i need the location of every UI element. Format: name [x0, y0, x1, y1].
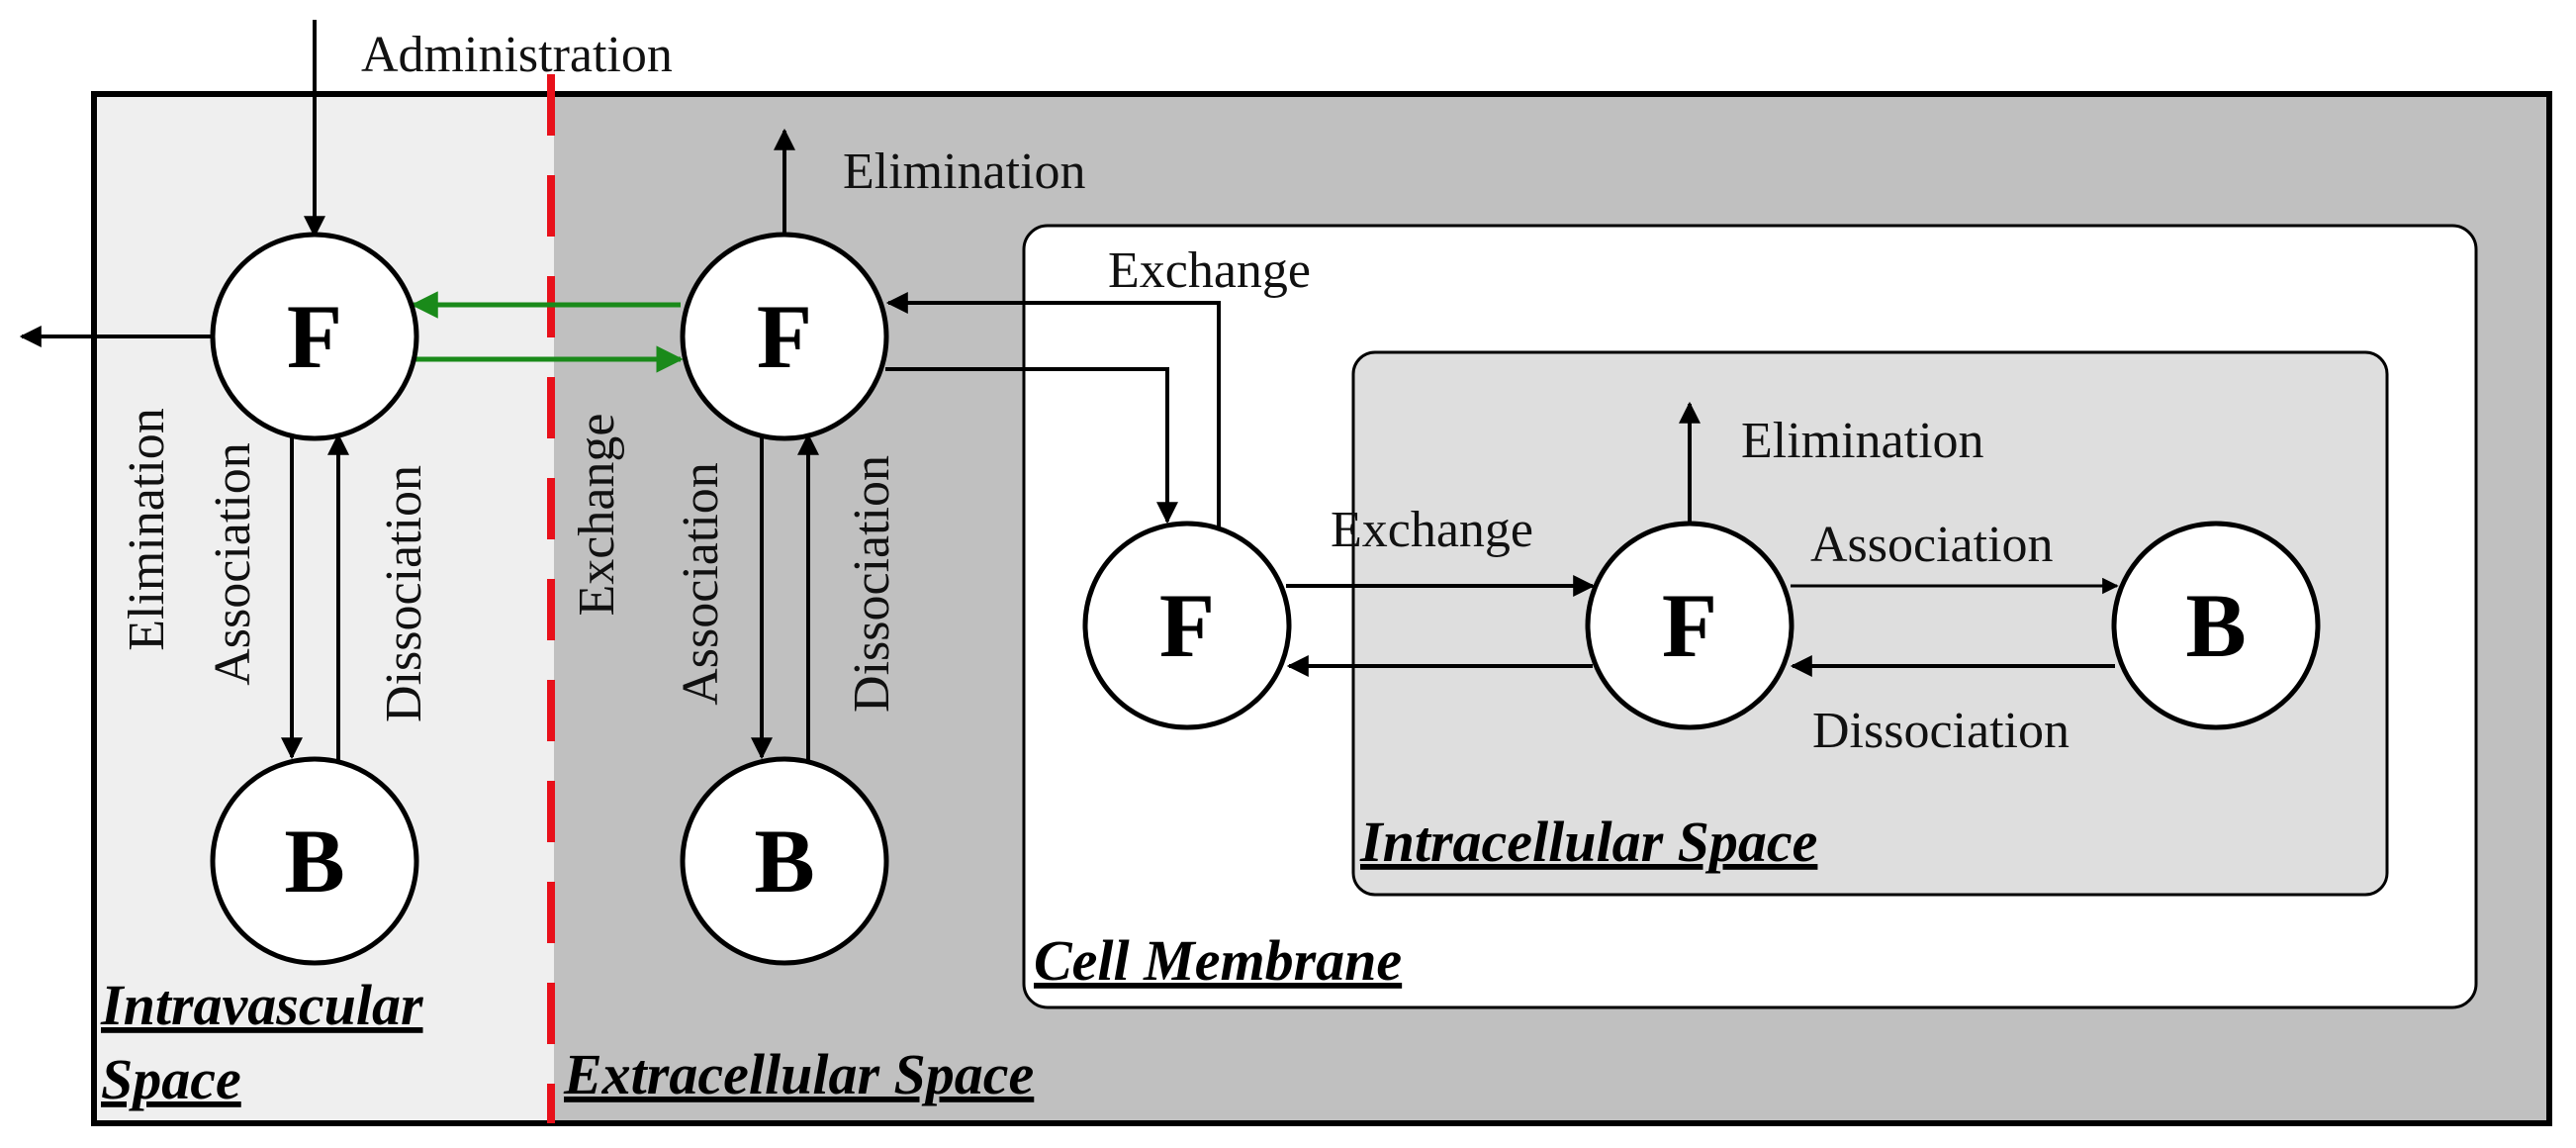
intravascular-space-title-line2: Space [101, 1047, 241, 1111]
ec-bound-node-label: B [754, 811, 814, 911]
membrane-free-node: F [1082, 521, 1292, 730]
outer-boundary [91, 91, 2552, 1126]
ec-bound-node: B [680, 756, 889, 966]
membrane-free-node-label: F [1159, 575, 1215, 676]
vascular-exchange-label: Exchange [569, 413, 625, 616]
iv-dissociation-label: Dissociation [376, 465, 432, 722]
intravascular-space-title-line1: Intravascular [100, 973, 423, 1037]
cell-membrane-title: Cell Membrane [1034, 928, 1402, 993]
iv-elimination-label: Elimination [119, 408, 175, 651]
membrane-exchange-arrow-in [885, 367, 1178, 525]
ic-elimination-label: Elimination [1741, 413, 1984, 469]
ec-association-label: Association [673, 462, 729, 706]
iv-association-label: Association [205, 442, 261, 686]
ec-elimination-label: Elimination [843, 144, 1086, 200]
intracellular-space-region [1351, 350, 2389, 897]
iv-free-node: F [210, 232, 419, 441]
ec-free-node-label: F [757, 286, 812, 387]
extracellular-space-title: Extracellular Space [563, 1042, 1034, 1106]
intracellular-space-title: Intracellular Space [1359, 810, 1817, 874]
ic-free-node: F [1585, 521, 1794, 730]
membrane-exchange-label: Exchange [1108, 242, 1311, 299]
iv-bound-node: B [210, 756, 419, 966]
ic-bound-node: B [2111, 521, 2321, 730]
iv-free-node-label: F [287, 286, 342, 387]
ic-free-node-label: F [1662, 575, 1717, 676]
ic-association-label: Association [1810, 517, 2054, 573]
ec-free-node: F [680, 232, 889, 441]
membrane-exchange-arrow-out [885, 292, 1221, 527]
iv-bound-node-label: B [284, 811, 344, 911]
administration-label: Administration [361, 27, 673, 83]
ec-dissociation-label: Dissociation [844, 455, 900, 713]
ic-bound-node-label: B [2185, 575, 2246, 676]
ic-dissociation-label: Dissociation [1812, 703, 2070, 759]
intracellular-exchange-label: Exchange [1331, 502, 1533, 558]
